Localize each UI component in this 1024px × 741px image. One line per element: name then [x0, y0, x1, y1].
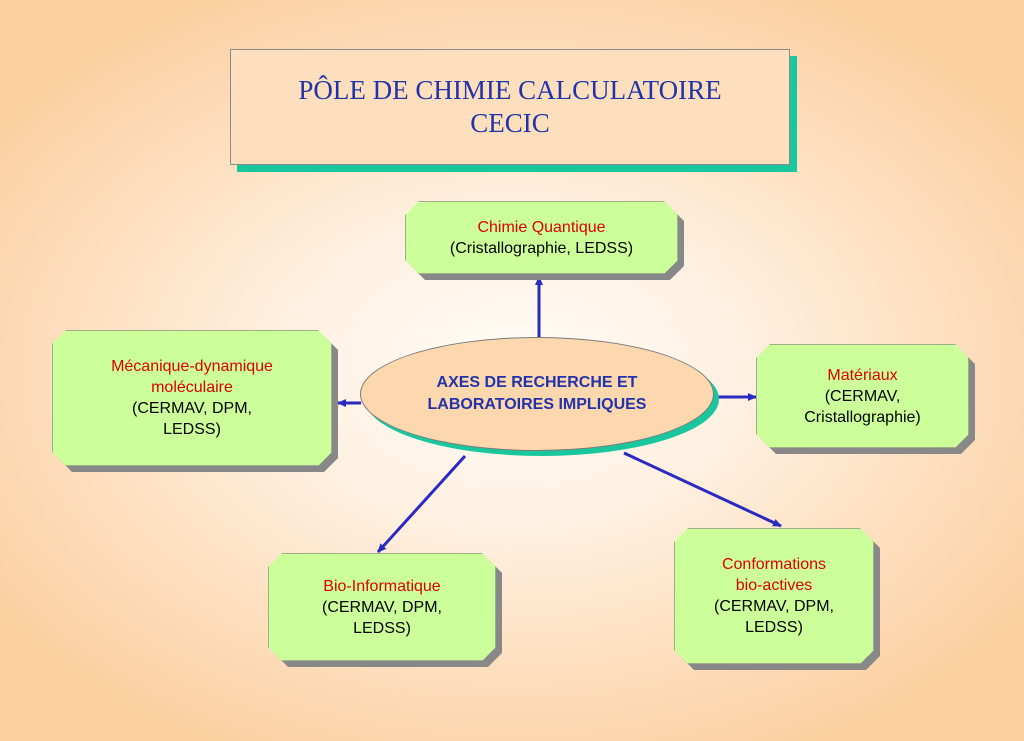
title-line-1: PÔLE DE CHIMIE CALCULATOIRE: [298, 75, 722, 105]
bio-informatique-labs-1: (CERMAV, DPM,: [321, 598, 442, 616]
bio-informatique-heading: Bio-Informatique: [323, 577, 441, 595]
bio-informatique-labs-2: LEDSS): [353, 619, 411, 637]
node-conformations: Conformations bio-actives (CERMAV, DPM, …: [674, 528, 874, 664]
arrow-to-conformations: [623, 451, 782, 528]
node-materiaux: Matériaux (CERMAV, Cristallographie): [756, 344, 969, 448]
conformations-labs-2: LEDSS): [745, 619, 803, 636]
materiaux-labs-1: (CERMAV,: [824, 387, 901, 405]
materiaux-heading: Matériaux: [827, 366, 898, 384]
node-chimie-quantique: Chimie Quantique (Cristallographie, LEDS…: [405, 201, 678, 274]
center-line-1: AXES DE RECHERCHE ET: [436, 374, 638, 391]
mecanique-heading-1: Mécanique-dynamique: [111, 358, 273, 375]
chimie-quantique-labs: (Cristallographie, LEDSS): [449, 239, 634, 257]
title-box: PÔLE DE CHIMIE CALCULATOIRE CECIC: [230, 49, 790, 165]
conformations-labs-1: (CERMAV, DPM,: [713, 598, 834, 615]
center-line-2: LABORATOIRES IMPLIQUES: [427, 396, 647, 413]
mecanique-heading-2: moléculaire: [151, 379, 233, 396]
chimie-quantique-heading: Chimie Quantique: [477, 218, 606, 236]
center-ellipse: AXES DE RECHERCHE ET LABORATOIRES IMPLIQ…: [360, 337, 720, 459]
conformations-heading-2: bio-actives: [735, 577, 813, 594]
title-line-2: CECIC: [470, 108, 550, 138]
mecanique-labs-1: (CERMAV, DPM,: [131, 400, 252, 417]
node-bio-informatique: Bio-Informatique (CERMAV, DPM, LEDSS): [268, 553, 496, 661]
materiaux-labs-2: Cristallographie): [804, 408, 921, 426]
mecanique-labs-2: LEDSS): [163, 421, 221, 438]
conformations-heading-1: Conformations: [721, 556, 827, 573]
arrow-to-bio-informatique: [376, 454, 467, 554]
node-mecanique-dynamique: Mécanique-dynamique moléculaire (CERMAV,…: [52, 330, 332, 466]
